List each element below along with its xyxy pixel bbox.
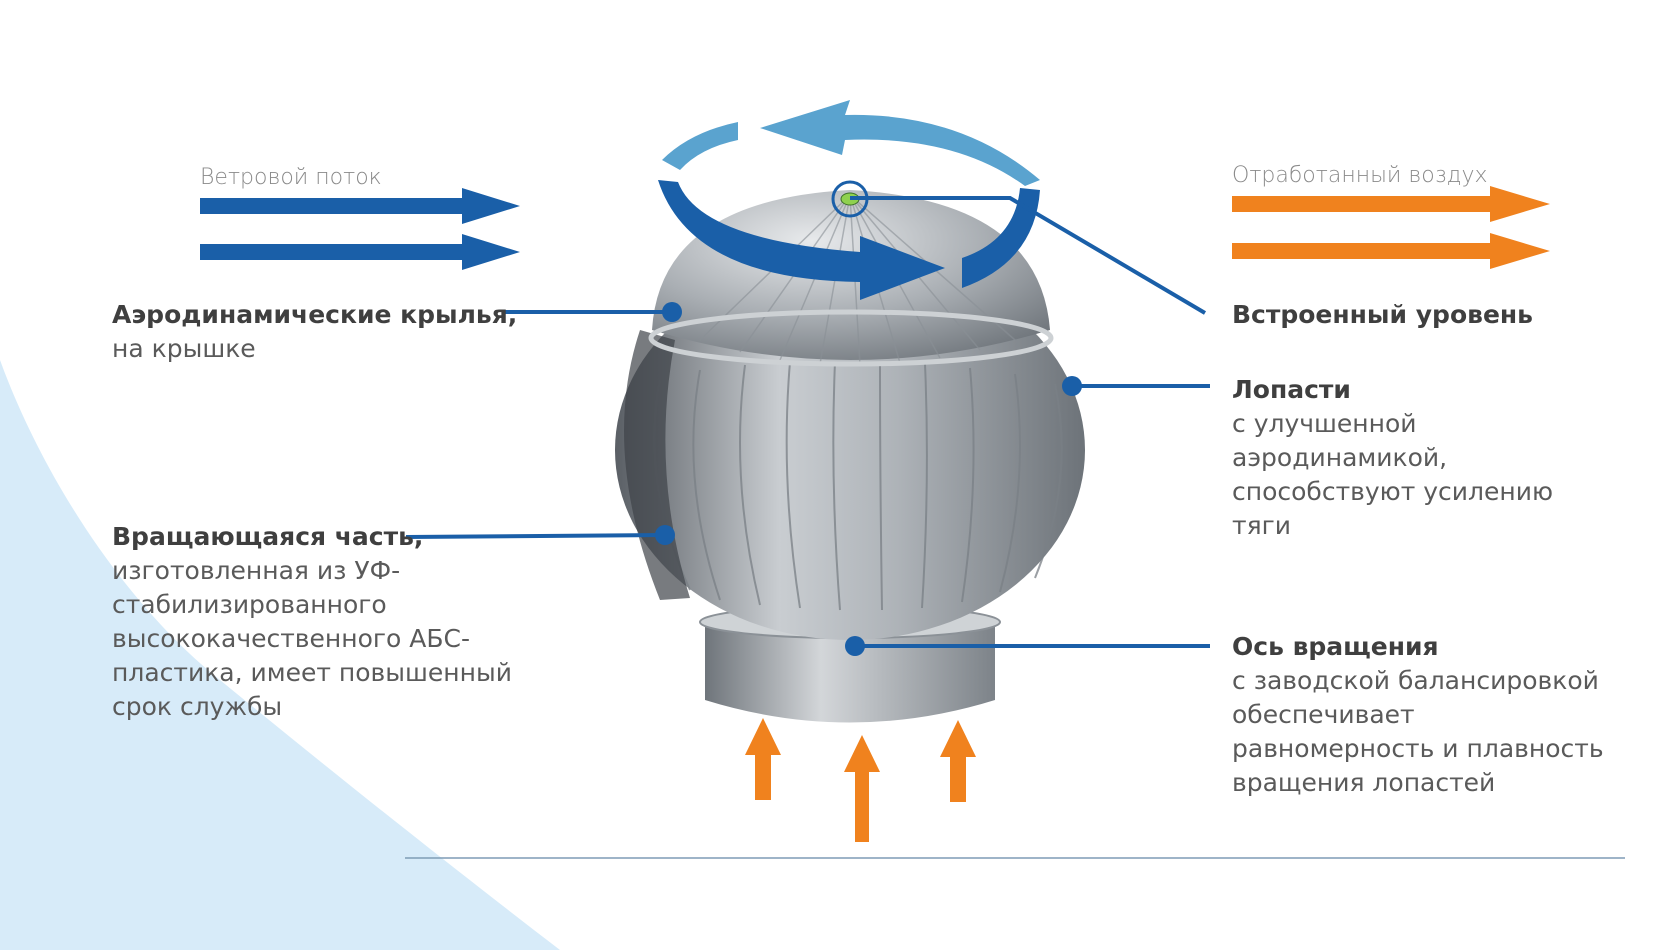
- wind-flow-label: Ветровой поток: [200, 165, 382, 190]
- callout-blades-line: аэродинамикой,: [1232, 443, 1448, 472]
- intake-arrow-center: [844, 735, 880, 842]
- background-wave: [0, 360, 560, 950]
- wind-arrow-2: [200, 234, 520, 270]
- exhaust-arrow-2: [1232, 233, 1550, 269]
- callout-wings-title: Аэродинамические крылья,: [112, 300, 518, 329]
- callout-rotating-line: высококачественного АБС-: [112, 624, 470, 653]
- callout-rotating-line: срок службы: [112, 692, 283, 721]
- callout-axis: Ось вращения с заводской балансировкой о…: [1232, 630, 1604, 800]
- intake-arrows: [745, 718, 976, 842]
- rotation-arrow: [658, 100, 1040, 300]
- callout-rotating-line: пластика, имеет повышенный: [112, 658, 512, 687]
- callout-wings: Аэродинамические крылья, на крышке: [112, 298, 517, 366]
- turbine-body: [615, 260, 1085, 640]
- rotation-arrow-left-back: [662, 122, 738, 170]
- wind-arrows: [200, 188, 520, 270]
- callout-rotating: Вращающаяся часть, изготовленная из УФ- …: [112, 520, 512, 724]
- leader-lines: [405, 196, 1210, 648]
- level-ring: [831, 180, 869, 218]
- rotation-arrow-front: [658, 180, 945, 300]
- callout-axis-line: равномерность и плавность: [1232, 734, 1604, 763]
- callout-blades-line: тяги: [1232, 511, 1291, 540]
- callout-axis-line: обеспечивает: [1232, 700, 1415, 729]
- callout-rotating-title: Вращающаяся часть,: [112, 522, 424, 551]
- exhaust-arrow-1: [1232, 186, 1550, 222]
- callout-rotating-line: стабилизированного: [112, 590, 387, 619]
- intake-arrow-right: [940, 720, 976, 802]
- callout-blades-line: способствуют усилению: [1232, 477, 1554, 506]
- rotation-arrow-right-front: [962, 188, 1040, 288]
- callout-level-title: Встроенный уровень: [1232, 300, 1533, 329]
- intake-arrow-left: [745, 718, 781, 800]
- callout-wings-line: на крышке: [112, 334, 256, 363]
- leader-level: [850, 196, 1207, 315]
- callout-blades-title: Лопасти: [1232, 375, 1351, 404]
- turbine-vanes: [653, 361, 1063, 611]
- callout-level: Встроенный уровень: [1232, 298, 1533, 332]
- leader-rotating: [405, 533, 666, 539]
- callout-blades-line: с улучшенной: [1232, 409, 1417, 438]
- rotation-arrow-back: [760, 100, 1040, 186]
- exhaust-air-label: Отработанный воздух: [1232, 163, 1488, 188]
- wind-arrow-1: [200, 188, 520, 224]
- callout-rotating-line: изготовленная из УФ-: [112, 556, 401, 585]
- leader-dots: [655, 302, 1082, 656]
- callout-axis-title: Ось вращения: [1232, 632, 1439, 661]
- exhaust-arrows: [1232, 186, 1550, 269]
- callout-blades: Лопасти с улучшенной аэродинамикой, спос…: [1232, 373, 1553, 543]
- dome-rim: [648, 309, 1054, 367]
- callout-axis-line: с заводской балансировкой: [1232, 666, 1599, 695]
- callout-axis-line: вращения лопастей: [1232, 768, 1496, 797]
